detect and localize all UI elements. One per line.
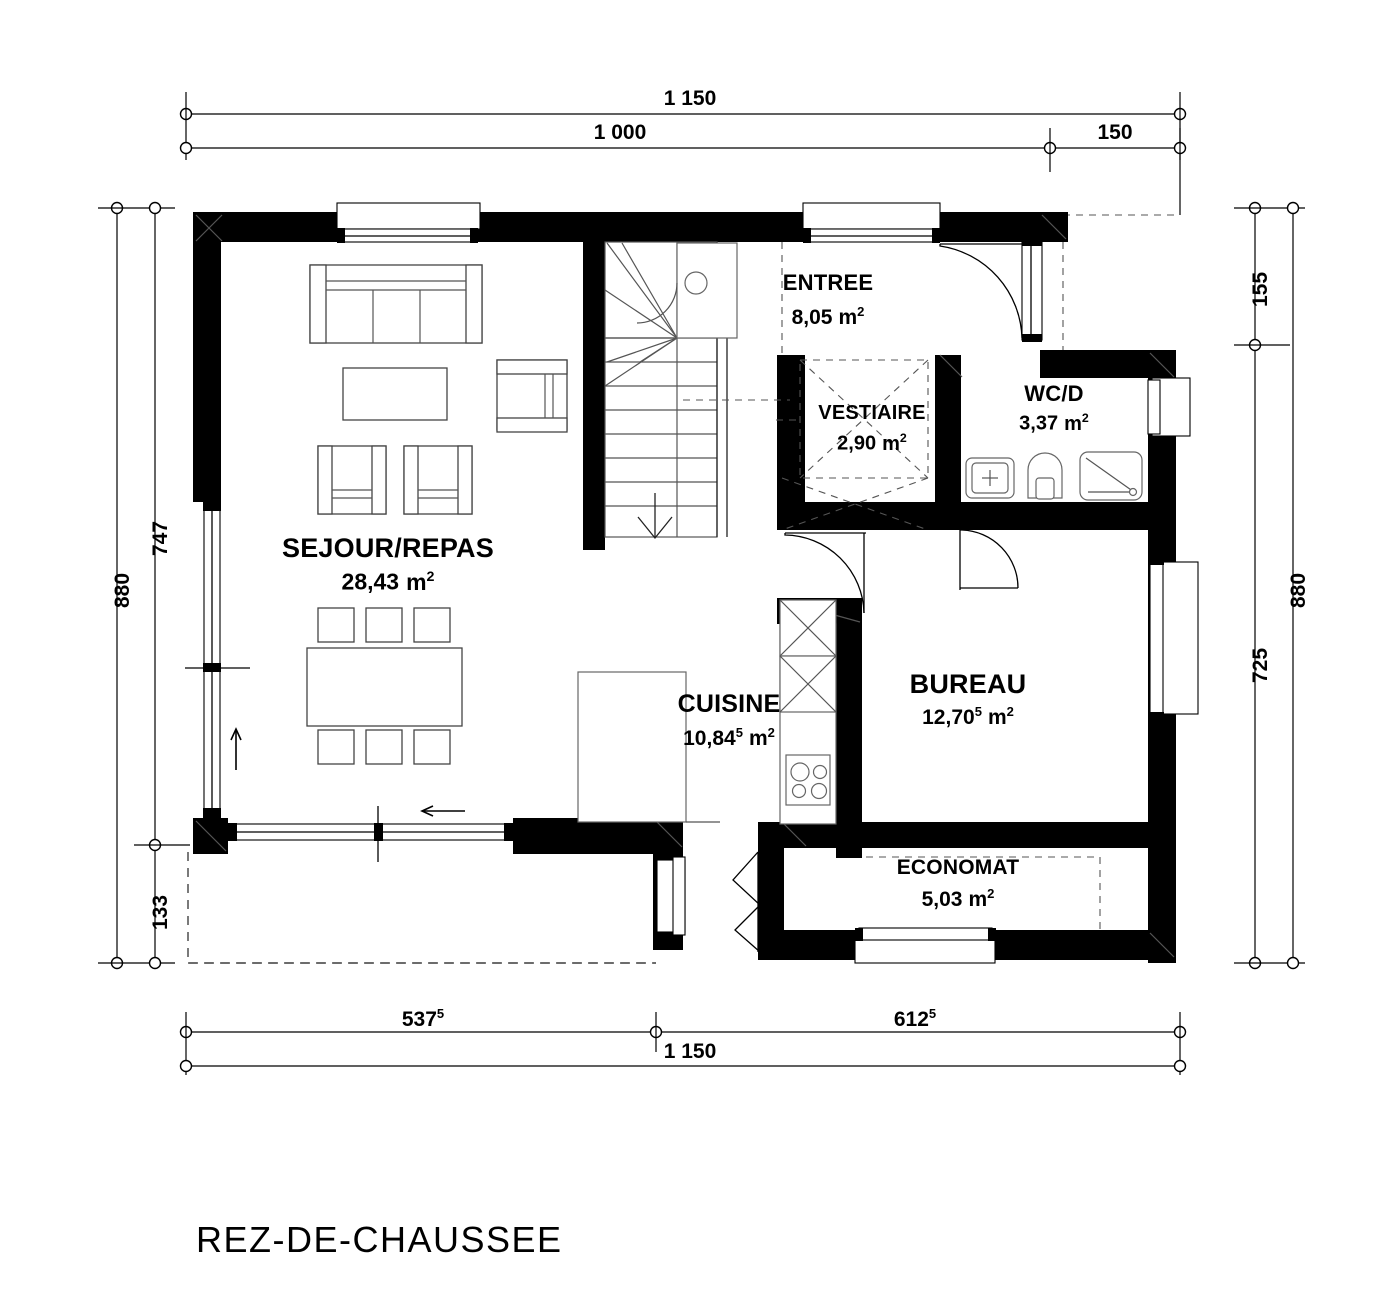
vestiaire-closet <box>776 242 1064 531</box>
dimension-group-top <box>179 92 1187 215</box>
projection-lines <box>187 214 1180 964</box>
armchair-side <box>496 359 568 433</box>
room-label-economat: ECONOMAT <box>896 856 1020 879</box>
dim-top-outer: 1 150 <box>663 87 717 110</box>
dimension-group-bottom <box>179 1012 1187 1075</box>
dim-right-inner-a: 155 <box>1249 271 1272 307</box>
living-furniture <box>306 264 568 765</box>
wc-fixtures <box>965 451 1143 501</box>
window-sejour-north <box>336 202 481 243</box>
room-label-cuisine: CUISINE <box>677 690 781 718</box>
area-unit: m <box>882 432 900 455</box>
coffee-table <box>342 367 448 421</box>
door-bureau <box>784 532 866 614</box>
area-unit: m <box>748 727 768 750</box>
area-unit: m <box>987 706 1007 729</box>
dimension-group-left <box>98 201 190 970</box>
dim-bottom-inner-b: 6125 <box>893 1006 937 1031</box>
area-exponent: 2 <box>1006 704 1014 719</box>
area-superscript: 5 <box>974 704 982 719</box>
area-value: 5,03 <box>921 888 963 911</box>
area-exponent: 2 <box>426 569 435 585</box>
area-value: 12,70 <box>922 706 975 729</box>
area-exponent: 2 <box>899 431 907 445</box>
window-wcd-east <box>1147 377 1191 437</box>
dining-set <box>306 607 463 765</box>
dim-right-inner-b: 725 <box>1249 647 1272 683</box>
dim-right-outer: 880 <box>1287 572 1310 608</box>
room-label-wcd: WC/D <box>1024 381 1084 406</box>
room-label-sejour: SEJOUR/REPAS <box>282 533 494 563</box>
openings <box>185 202 1199 964</box>
door-wcd <box>959 529 1019 590</box>
area-unit: m <box>968 888 988 911</box>
kitchen-fixtures <box>577 599 837 825</box>
sofa-3seat <box>309 264 483 344</box>
staircase <box>604 241 790 540</box>
area-exponent: 2 <box>857 304 865 319</box>
economat-shelving <box>866 856 1101 935</box>
dim-left-inner-b: 133 <box>149 894 172 930</box>
area-value: 2,90 <box>837 432 877 455</box>
area-value: 28,43 <box>341 568 400 595</box>
room-label-bureau: BUREAU <box>909 669 1027 699</box>
slider-sejour-south <box>227 805 514 862</box>
dim-left-outer: 880 <box>111 572 134 608</box>
dim-top-inner-a: 1 000 <box>593 121 647 144</box>
window-bureau-east <box>1148 556 1199 721</box>
area-unit: m <box>1064 412 1082 435</box>
room-label-vestiaire: VESTIAIRE <box>818 402 926 424</box>
area-exponent: 2 <box>987 886 995 901</box>
page-title: REZ-DE-CHAUSSEE <box>196 1219 563 1260</box>
dim-bottom-outer: 1 150 <box>663 1040 717 1063</box>
dim-left-inner-a: 747 <box>149 520 172 556</box>
dimension-group-right <box>1234 201 1305 970</box>
area-unit: m <box>406 568 427 595</box>
area-unit: m <box>838 306 858 329</box>
area-value: 8,05 <box>791 306 833 329</box>
armchair-1 <box>317 445 387 515</box>
window-economat-south <box>854 927 996 964</box>
armchair-2 <box>403 445 473 515</box>
window-sejour-southeast <box>656 856 686 936</box>
area-exponent: 2 <box>767 725 775 740</box>
room-label-entree: ENTREE <box>782 270 874 295</box>
window-entree-north <box>802 202 941 243</box>
area-exponent: 2 <box>1081 411 1089 425</box>
area-value: 10,84 <box>683 727 736 750</box>
walls <box>193 212 1176 963</box>
dim-bottom-inner-a: 5375 <box>401 1006 445 1031</box>
door-entrance <box>939 238 1043 342</box>
door-economat <box>732 851 761 953</box>
slider-sejour-west <box>185 501 250 819</box>
dim-top-inner-b: 150 <box>1097 121 1133 144</box>
area-superscript: 5 <box>735 725 743 740</box>
area-value: 3,37 <box>1019 412 1059 435</box>
